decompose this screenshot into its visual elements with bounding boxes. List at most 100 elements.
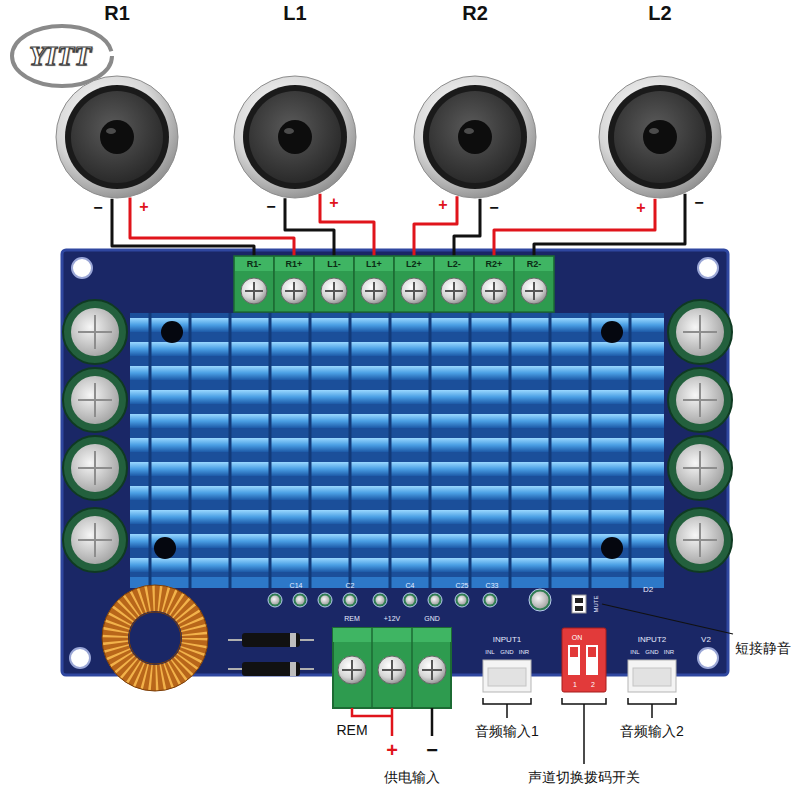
heatsink-fin xyxy=(130,534,664,548)
terminal-drawing xyxy=(514,256,554,312)
bracket xyxy=(562,698,606,764)
capacitor-body xyxy=(63,436,127,500)
heatsink-slit xyxy=(149,313,152,588)
mute-jumper xyxy=(572,595,586,613)
capacitor-body xyxy=(529,589,551,611)
speaker-wire xyxy=(320,194,374,256)
capacitor-body xyxy=(428,593,442,607)
switch-label: 1 xyxy=(573,681,577,688)
polarity-label: + xyxy=(386,740,398,760)
pin-name: GND xyxy=(500,649,513,655)
speaker-cone xyxy=(249,91,341,183)
capacitor-top xyxy=(271,596,280,605)
terminal-label: R1- xyxy=(234,256,274,270)
screw-terminal: R1+ xyxy=(274,256,314,312)
electrolytic-capacitor xyxy=(63,300,127,364)
speaker-cone xyxy=(71,91,163,183)
silkscreen-label: C33 xyxy=(486,582,499,589)
logo-text: YITT xyxy=(29,42,91,70)
screw-slot xyxy=(365,282,383,300)
electrolytic-capacitor xyxy=(668,508,732,572)
speaker-rim xyxy=(234,76,356,198)
terminal-screw xyxy=(401,278,427,304)
screw-slot xyxy=(325,282,343,300)
connector-slot xyxy=(633,668,671,686)
dip-lever xyxy=(586,645,598,675)
callout-label: 短接静音 xyxy=(735,641,791,655)
speaker-wire xyxy=(494,199,655,256)
silkscreen-label: V2 xyxy=(701,636,711,644)
terminal-top xyxy=(395,257,433,271)
capacitor-body xyxy=(455,593,469,607)
capacitor-body xyxy=(668,436,732,500)
channel-label: R1 xyxy=(53,2,181,24)
capacitor-body xyxy=(373,593,387,607)
silkscreen-label: MUTE xyxy=(593,596,599,613)
speaker-dust-cap xyxy=(643,120,677,154)
terminal-top xyxy=(235,257,273,271)
terminal-label: R2- xyxy=(514,256,554,270)
screw-slot xyxy=(245,282,263,300)
bracket xyxy=(483,698,531,718)
speaker-rim xyxy=(56,76,178,198)
heatsink-slit xyxy=(629,313,632,588)
screw-slot xyxy=(285,282,303,300)
capacitor-top xyxy=(676,444,724,492)
dip-lever xyxy=(568,645,580,675)
diode-body xyxy=(242,633,300,647)
capacitor-body xyxy=(268,593,282,607)
terminal-top xyxy=(315,257,353,271)
speaker-surround xyxy=(423,85,527,189)
dip-switch xyxy=(562,628,606,692)
screw-terminal: L2- xyxy=(434,256,474,312)
connector-name: INPUT2 xyxy=(638,636,666,644)
power-terminal-block xyxy=(333,628,451,708)
polarity-label: + xyxy=(438,197,447,213)
capacitors xyxy=(63,300,732,572)
terminal-drawing xyxy=(394,256,434,312)
polarity-label: − xyxy=(266,199,275,215)
silkscreen-label: C2 xyxy=(346,582,355,589)
terminal-drawing xyxy=(274,256,314,312)
small-capacitor xyxy=(483,593,497,607)
pin-name: INL xyxy=(485,649,494,655)
electrolytic-capacitor xyxy=(668,436,732,500)
terminal-screw xyxy=(281,278,307,304)
leader-line xyxy=(602,604,733,634)
heatsink-fin xyxy=(130,390,664,404)
terminal-screw xyxy=(361,278,387,304)
polarity-label: + xyxy=(636,200,645,216)
channel-label: R2 xyxy=(411,2,539,24)
input-connector xyxy=(483,660,531,692)
speaker-wire xyxy=(112,199,254,256)
heatsink-slit xyxy=(429,313,432,588)
capacitor-body xyxy=(668,300,732,364)
terminal-screw xyxy=(321,278,347,304)
terminal-top xyxy=(515,257,553,271)
speaker-drawing xyxy=(598,75,722,199)
heatsink-fin xyxy=(130,438,664,452)
ground-wire xyxy=(431,708,434,736)
screw-slot xyxy=(445,282,463,300)
polarity-label: + xyxy=(139,199,148,215)
heatsink-slit xyxy=(229,313,232,588)
power-wire xyxy=(391,708,394,736)
speaker-surround xyxy=(608,85,712,189)
speaker: R1 xyxy=(53,2,181,199)
mounting-hole xyxy=(698,258,718,278)
capacitor-vent xyxy=(683,315,717,349)
capacitor-top xyxy=(296,596,305,605)
speaker-highlight xyxy=(284,128,294,134)
capacitor-body xyxy=(668,508,732,572)
capacitor-top xyxy=(676,376,724,424)
heatsink-fin xyxy=(130,342,664,356)
terminal-top xyxy=(435,257,473,271)
capacitor-vent xyxy=(78,315,112,349)
speaker-highlight xyxy=(649,128,659,134)
polarity-label: + xyxy=(329,195,338,211)
capacitor-top xyxy=(458,596,467,605)
speaker-wire xyxy=(534,194,685,256)
capacitor-top xyxy=(431,596,440,605)
